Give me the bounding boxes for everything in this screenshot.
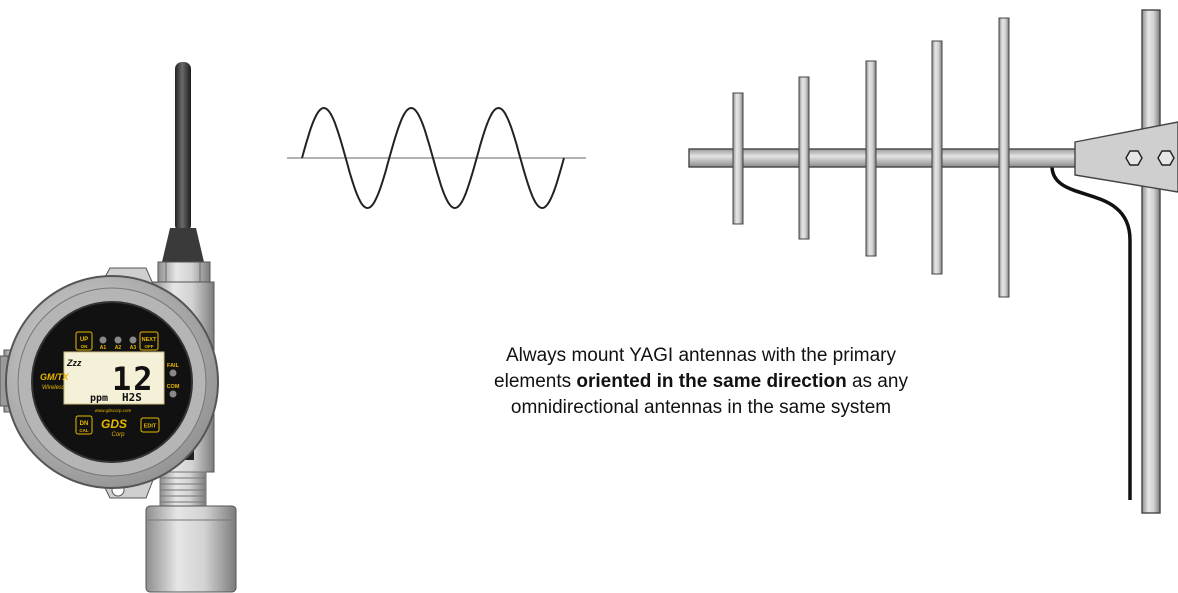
yagi-element-4 [931,40,943,275]
alarm-led-a3 [129,336,137,344]
up-on-button[interactable]: UP ON [75,331,93,351]
omni-antenna-whip [175,62,191,232]
thread-section [159,471,207,509]
svg-text:UP: UP [80,337,88,343]
svg-text:NEXT: NEXT [142,337,157,343]
yagi-element-2 [798,76,810,240]
svg-text:OFF: OFF [145,344,154,349]
model-label: GM/TX [40,372,69,382]
com-led [169,390,177,398]
caption-text-part2: as any omnidirectional antennas in the s… [510,371,908,418]
mounting-instruction-caption: Always mount YAGI antennas with the prim… [466,343,936,421]
fail-label: FAIL [167,363,180,369]
mounting-mast [1141,9,1161,514]
fail-led [169,369,177,377]
brand-logo: GDS [101,417,127,431]
signal-wave-illustration [287,106,586,210]
sensor-head [145,505,237,593]
svg-text:A3: A3 [130,345,137,351]
unit-label: ppm [90,393,108,404]
svg-text:CAL: CAL [79,428,88,433]
brand-sub: Corp [111,432,125,438]
alarm-led-a2 [114,336,122,344]
sleep-indicator: Zzz [66,358,82,368]
yagi-element-1 [732,92,744,225]
svg-text:A1: A1 [100,345,107,351]
alarm-led-a1 [99,336,107,344]
alarm-leds: A1 A2 A3 [99,336,137,351]
gas-reading-value: 12 [112,360,155,398]
svg-text:A2: A2 [115,345,122,351]
sine-wave [301,106,565,210]
caption-emphasis: oriented in the same direction [576,371,847,392]
bracket-bolt-1 [1125,150,1143,166]
model-sub-label: Wireless [42,385,65,391]
yagi-element-3 [865,60,877,257]
gas-detector-transmitter: Zzz 12 ppm H2S GM/TX Wireless UP ON NEXT… [0,62,237,593]
gas-type-label: H2S [122,391,142,404]
antenna-base-cone [162,228,204,262]
svg-text:EDIT: EDIT [144,424,157,430]
svg-text:ON: ON [81,344,88,349]
lcd-display [63,351,165,405]
com-label: COM [167,384,180,390]
bracket-bolt-2 [1157,150,1175,166]
coax-cable [1050,165,1132,500]
next-off-button[interactable]: NEXT OFF [139,331,159,351]
svg-text:DN: DN [80,421,89,427]
edit-button[interactable]: EDIT [140,417,160,433]
status-leds: FAIL COM [167,363,180,398]
website-label: www.gdscorp.com [95,408,132,413]
dn-cal-button[interactable]: DN CAL [75,415,93,435]
caption-text-part1: Always mount YAGI antennas with the prim… [494,345,897,392]
yagi-antenna [688,9,1178,514]
antenna-boom [688,148,1078,168]
yagi-element-5 [998,17,1010,298]
